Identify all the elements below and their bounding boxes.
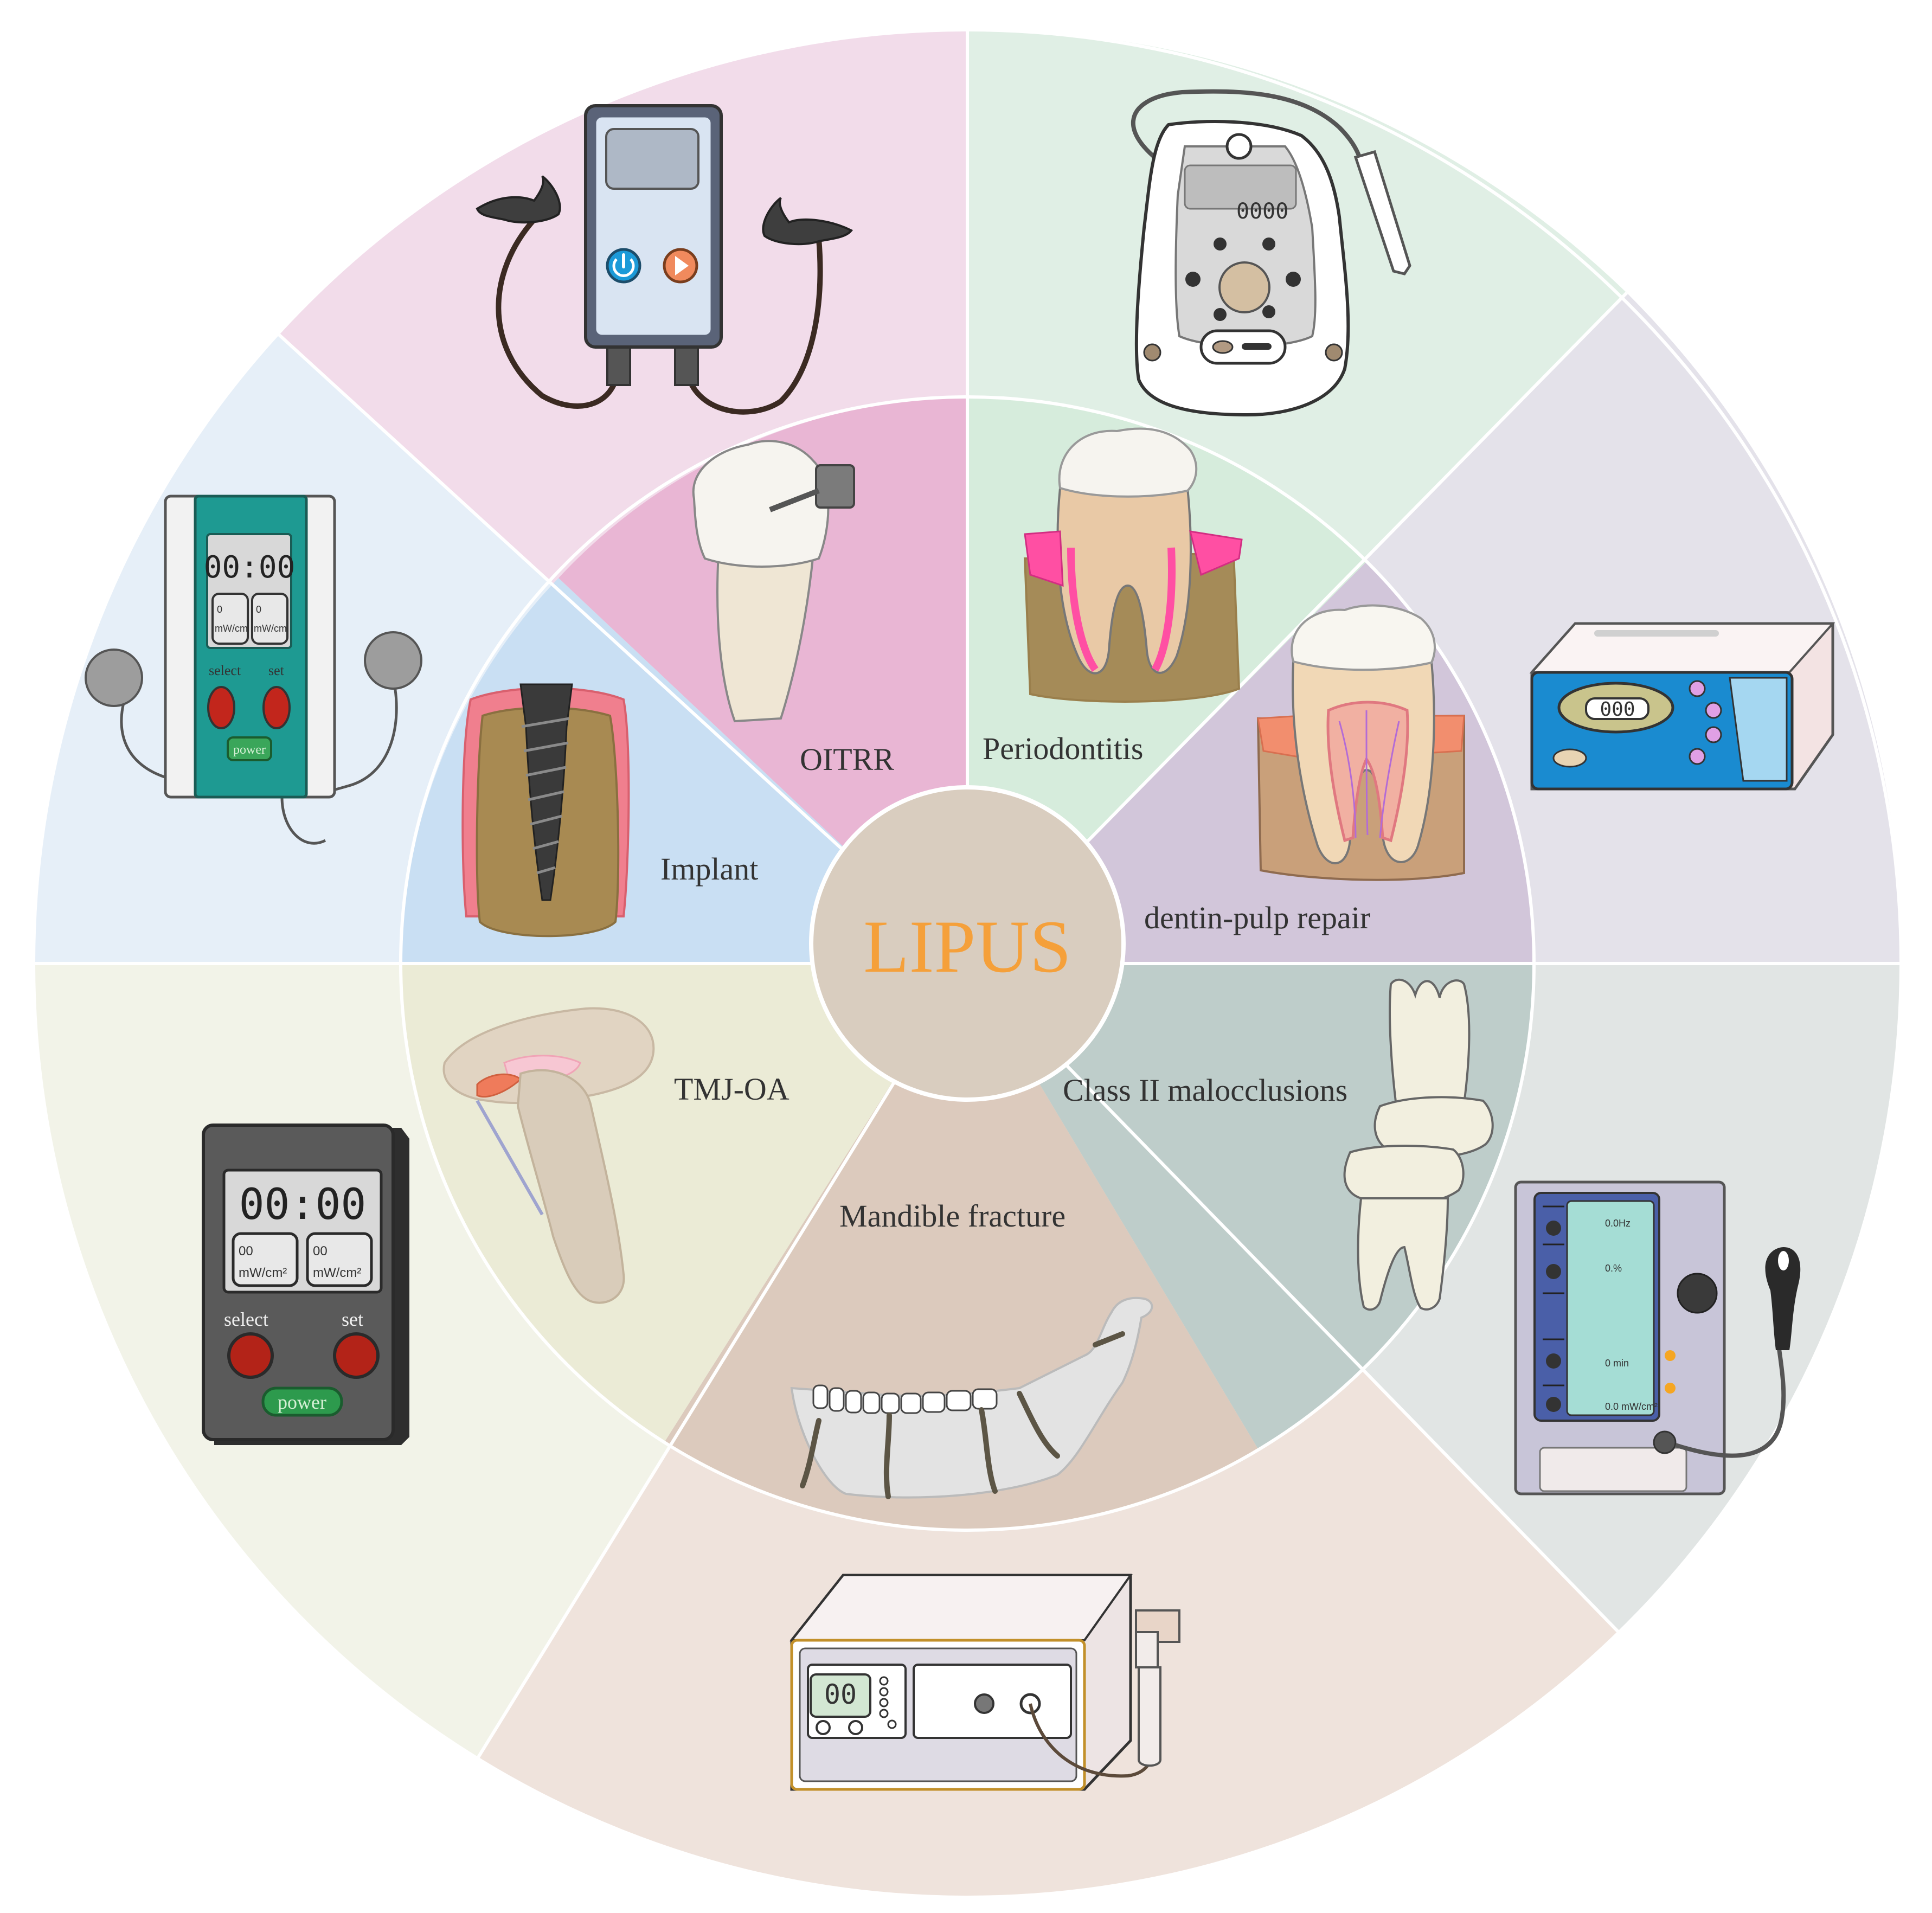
label-implant: Implant — [660, 851, 758, 887]
oitrr-device — [476, 104, 853, 415]
class2-line-4: 0.0 mW/cm² — [1605, 1401, 1658, 1412]
implant-time: 00:00 — [204, 550, 296, 585]
implant-select-label: select — [209, 663, 241, 678]
implant-set-label: set — [268, 663, 285, 678]
oitrr-tooth-illustration — [692, 440, 855, 723]
label-dentin-pulp-repair: dentin-pulp repair — [1144, 900, 1370, 935]
implant-threads — [521, 717, 570, 875]
tmj-left-value: 00 — [239, 1244, 253, 1259]
mandible-fracture-illustration — [790, 1296, 1153, 1499]
class2-line-2: 0.% — [1605, 1263, 1622, 1274]
tmj-left-unit: mW/cm² — [239, 1266, 287, 1280]
tmj-right-value: 00 — [313, 1244, 328, 1259]
tmj-time: 00:00 — [239, 1180, 367, 1229]
play-icon — [663, 248, 698, 284]
tmj-right-unit: mW/cm² — [313, 1266, 361, 1280]
tmj-select-label: select — [224, 1308, 268, 1330]
implant-power-label: power — [233, 743, 266, 757]
periodontitis-display: 0000 — [1236, 199, 1288, 224]
mandible-display: 00 — [824, 1679, 857, 1710]
label-mandible-fracture: Mandible fracture — [839, 1198, 1066, 1234]
periodontitis-device: 0000 — [1131, 89, 1411, 417]
dentin-pulp-display: 000 — [1600, 698, 1635, 721]
label-tmj-oa: TMJ-OA — [674, 1071, 790, 1107]
label-class2-malocclusions: Class II malocclusions — [1063, 1073, 1347, 1108]
label-oitrr: OITRR — [800, 742, 894, 777]
label-periodontitis: Periodontitis — [983, 731, 1143, 766]
implant-device: 00:00 0 mW/cm 0 mW/cm select set power — [85, 495, 422, 845]
class2-line-3: 0 min — [1605, 1358, 1629, 1369]
dentin-pulp-tooth-illustration — [1256, 604, 1465, 881]
tmj-device: 00:00 00 mW/cm² 00 mW/cm² select set pow… — [202, 1124, 409, 1445]
mandible-device: 00 — [789, 1574, 1180, 1791]
center-disc — [809, 785, 1126, 1102]
center-label: LIPUS — [863, 905, 1071, 988]
tmj-set-label: set — [342, 1308, 363, 1330]
implant-left-unit: mW/cm — [215, 623, 248, 634]
implant-illustration — [461, 683, 630, 938]
class2-line-1: 0.0Hz — [1605, 1218, 1631, 1229]
fracture-lines — [800, 1331, 1125, 1499]
implant-left-value: 0 — [217, 604, 222, 615]
tmj-condyle-illustration — [442, 1007, 655, 1304]
implant-right-unit: mW/cm — [254, 623, 287, 634]
sector-class2-inner — [967, 964, 1534, 1449]
power-icon — [606, 248, 641, 284]
dentin-pulp-device: 000 — [1529, 622, 1835, 791]
mandible-teeth — [812, 1384, 998, 1414]
class2-device: 0.0Hz 0.% 0 min 0.0 mW/cm² — [1514, 1180, 1801, 1495]
class2-molars-illustration — [1343, 978, 1494, 1311]
tmj-power-label: power — [278, 1391, 326, 1413]
implant-right-value: 0 — [256, 604, 261, 615]
periodontitis-tooth-illustration — [1023, 427, 1243, 703]
